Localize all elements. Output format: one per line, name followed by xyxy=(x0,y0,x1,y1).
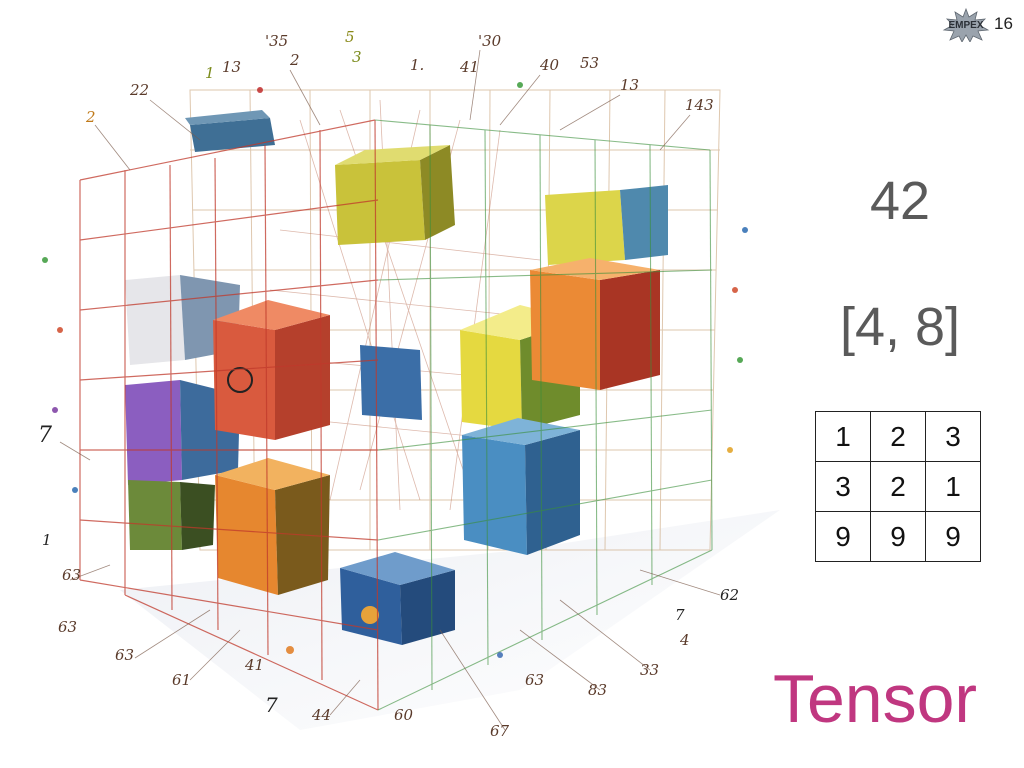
matrix-cell: 9 xyxy=(815,511,871,562)
grid-right xyxy=(374,119,713,711)
matrix-cell: 9 xyxy=(925,511,981,562)
svg-text:44: 44 xyxy=(311,706,331,724)
svg-text:83: 83 xyxy=(588,681,607,699)
svg-text:7: 7 xyxy=(675,606,685,624)
matrix-example: 1 2 3 3 2 1 9 9 9 xyxy=(815,411,981,562)
svg-text:41: 41 xyxy=(244,656,264,674)
svg-text:61: 61 xyxy=(172,671,191,689)
slide-number: 16 xyxy=(994,14,1013,33)
slide-title: Tensor xyxy=(772,661,978,737)
svg-text:2: 2 xyxy=(289,51,300,69)
svg-text:62: 62 xyxy=(720,586,739,604)
svg-text:1: 1 xyxy=(42,531,52,549)
svg-text:63: 63 xyxy=(115,646,134,664)
matrix-cell: 2 xyxy=(870,411,926,462)
empex-logo: EMPEX xyxy=(942,8,990,42)
vector-example: [4, 8] xyxy=(839,297,961,357)
svg-text:143: 143 xyxy=(685,96,714,114)
svg-text:3: 3 xyxy=(352,48,362,66)
inner-cubes xyxy=(125,110,668,645)
svg-text:7: 7 xyxy=(265,693,278,717)
matrix-cell: 9 xyxy=(870,511,926,562)
svg-text:22: 22 xyxy=(129,81,149,99)
grid-front xyxy=(79,119,379,711)
annotation-labels: '35 5 3 1. '30 41 40 53 13 143 2 1 22 13… xyxy=(38,30,739,740)
matrix-cell: 3 xyxy=(815,461,871,512)
svg-text:67: 67 xyxy=(490,722,510,740)
confetti xyxy=(42,82,748,658)
logo-text: EMPEX xyxy=(948,20,983,31)
svg-text:5: 5 xyxy=(345,30,355,46)
matrix-cell: 3 xyxy=(925,411,981,462)
matrix-cell: 2 xyxy=(870,461,926,512)
matrix-row: 1 2 3 xyxy=(815,411,981,462)
matrix-cell: 1 xyxy=(815,411,871,462)
svg-text:63: 63 xyxy=(62,566,81,584)
annotation-leaders xyxy=(59,49,721,731)
svg-text:63: 63 xyxy=(525,671,544,689)
matrix-row: 9 9 9 xyxy=(815,511,981,562)
svg-text:4: 4 xyxy=(679,631,690,649)
svg-text:1.: 1. xyxy=(410,56,424,74)
svg-text:60: 60 xyxy=(394,706,414,724)
svg-text:'35: '35 xyxy=(265,32,288,50)
svg-text:53: 53 xyxy=(580,54,599,72)
scalar-example: 42 xyxy=(869,171,931,231)
svg-text:'30: '30 xyxy=(478,32,502,50)
tensor-illustration: '35 5 3 1. '30 41 40 53 13 143 2 1 22 13… xyxy=(38,30,780,740)
svg-text:63: 63 xyxy=(58,618,77,636)
svg-text:7: 7 xyxy=(38,423,52,448)
matrix-row: 3 2 1 xyxy=(815,461,981,512)
matrix-cell: 1 xyxy=(925,461,981,512)
svg-text:1: 1 xyxy=(205,64,215,82)
svg-text:13: 13 xyxy=(620,76,639,94)
starburst-icon xyxy=(942,8,990,42)
svg-text:13: 13 xyxy=(222,58,241,76)
svg-text:40: 40 xyxy=(539,56,560,74)
svg-text:2: 2 xyxy=(85,108,96,126)
svg-text:41: 41 xyxy=(459,58,479,76)
